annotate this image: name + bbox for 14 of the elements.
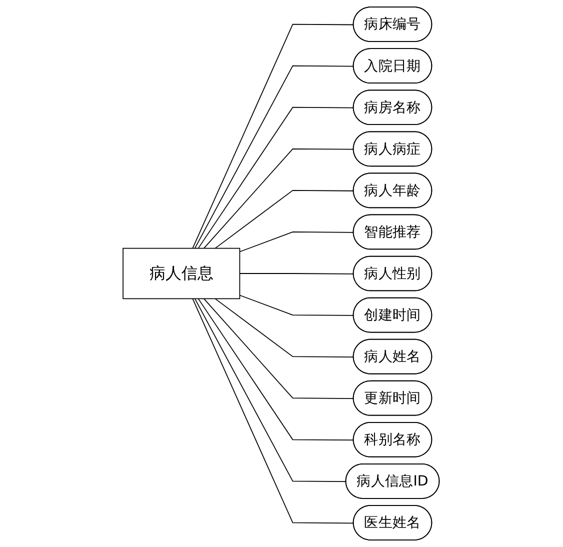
connector (192, 24, 355, 249)
connector (204, 298, 355, 399)
connector (194, 298, 347, 482)
connector (240, 273, 355, 274)
connector (194, 65, 355, 249)
connector (215, 298, 355, 358)
connector (198, 298, 355, 441)
node-box: 病人信息 (122, 248, 240, 300)
connector (240, 232, 355, 252)
connector (215, 190, 355, 249)
connector (240, 294, 355, 316)
connector (198, 106, 355, 249)
connector (192, 298, 355, 524)
connector (204, 148, 355, 249)
